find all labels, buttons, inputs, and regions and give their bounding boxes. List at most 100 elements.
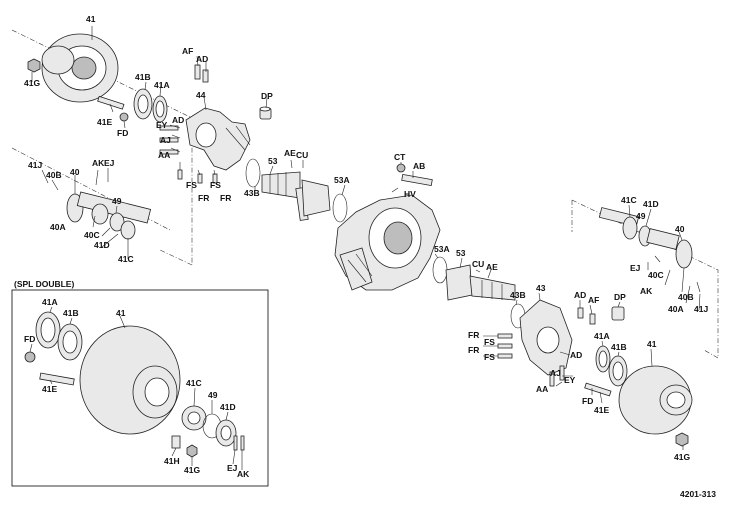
label-41C: 41C <box>186 378 202 388</box>
label-AF: AF <box>182 46 193 56</box>
bolt-AB[interactable] <box>401 173 433 187</box>
label-EY: EY <box>564 375 576 385</box>
label-FD: FD <box>582 396 593 406</box>
label-41G: 41G <box>184 465 200 475</box>
label-43: 43 <box>536 283 546 293</box>
label-53: 53 <box>268 156 278 166</box>
nut-41D-inset[interactable] <box>215 419 237 447</box>
hub-40-upper-right[interactable] <box>598 207 693 269</box>
label-FR: FR <box>468 345 479 355</box>
brake-drum-inset[interactable] <box>79 325 181 435</box>
seal-41A-right[interactable] <box>595 345 611 373</box>
label-40C: 40C <box>648 270 664 280</box>
label-41D: 41D <box>94 240 110 250</box>
label-44: 44 <box>196 90 206 100</box>
leader-lines <box>29 26 701 470</box>
label-CU: CU <box>296 150 308 160</box>
label-AK: AK <box>640 286 653 296</box>
label-AB: AB <box>413 161 425 171</box>
label-AK: AK <box>237 469 250 479</box>
spindle-53-left[interactable] <box>261 171 331 221</box>
stud-41H-inset[interactable] <box>171 435 181 449</box>
brake-drum-upper-left[interactable] <box>41 33 119 103</box>
right-hub-boundary <box>571 199 719 359</box>
label-49: 49 <box>112 196 122 206</box>
label-40A: 40A <box>50 222 66 232</box>
brake-drum-right[interactable] <box>618 365 693 435</box>
seal-41B-inset[interactable] <box>57 323 83 361</box>
label-AJ: AJ <box>550 368 561 378</box>
label-AE: AE <box>486 262 498 272</box>
label-AD: AD <box>196 54 208 64</box>
label-40: 40 <box>70 167 80 177</box>
hub-40-upper-left[interactable] <box>66 191 152 240</box>
label-41: 41 <box>116 308 126 318</box>
label-41: 41 <box>647 339 657 349</box>
label-AD: AD <box>172 115 184 125</box>
o-ring-53A-right[interactable] <box>432 256 448 284</box>
label-41D: 41D <box>220 402 236 412</box>
label-AD: AD <box>574 290 586 300</box>
nut-FD-inset[interactable] <box>24 351 36 363</box>
spindle-53-right[interactable] <box>445 264 516 301</box>
label-53: 53 <box>456 248 466 258</box>
label-41H: 41H <box>164 456 180 466</box>
label-40A: 40A <box>668 304 684 314</box>
label-41A: 41A <box>154 80 170 90</box>
label-AD: AD <box>570 350 582 360</box>
label-HV: HV <box>404 189 416 199</box>
label-41E: 41E <box>594 405 609 415</box>
label-49: 49 <box>636 211 646 221</box>
label-EY: EY <box>156 120 168 130</box>
label-41B: 41B <box>611 342 627 352</box>
label-41G: 41G <box>24 78 40 88</box>
label-FR: FR <box>220 193 231 203</box>
bolts-EJ-AK-inset[interactable] <box>233 435 245 451</box>
inset-title: (SPL DOUBLE) <box>14 279 74 289</box>
label-43B: 43B <box>244 188 260 198</box>
bolts-right[interactable] <box>497 307 596 387</box>
label-40: 40 <box>675 224 685 234</box>
label-41G: 41G <box>674 452 690 462</box>
stud-41E-inset[interactable] <box>39 372 75 386</box>
label-41J: 41J <box>28 160 42 170</box>
bearing-41C-inset[interactable] <box>181 405 207 431</box>
cap-DP-lower[interactable] <box>611 306 625 321</box>
stud-41E-upper-left[interactable] <box>97 95 125 110</box>
label-41C: 41C <box>621 195 637 205</box>
bolts-upper-left[interactable] <box>159 64 218 184</box>
label-AJ: AJ <box>160 135 171 145</box>
seal-41B-upper-left[interactable] <box>133 88 153 120</box>
seal-41A-upper-left[interactable] <box>152 95 168 123</box>
o-ring-53A-left[interactable] <box>332 193 348 223</box>
nut-CT[interactable] <box>396 163 406 173</box>
label-FS: FS <box>484 337 495 347</box>
steering-knuckle-43[interactable] <box>519 299 573 376</box>
steering-knuckle-44[interactable] <box>185 107 251 171</box>
nut-41G-upper-left[interactable] <box>27 58 41 73</box>
label-FD: FD <box>24 334 35 344</box>
nut-FD-upper-left[interactable] <box>119 112 129 122</box>
label-41J: 41J <box>694 304 708 314</box>
o-ring-43B-left[interactable] <box>245 158 261 188</box>
label-40C: 40C <box>84 230 100 240</box>
label-41E: 41E <box>42 384 57 394</box>
label-41A: 41A <box>594 331 610 341</box>
nut-41G-inset[interactable] <box>186 444 198 458</box>
cap-DP-upper[interactable] <box>259 106 272 120</box>
nut-41G-right[interactable] <box>675 432 689 447</box>
seal-41A-inset[interactable] <box>35 311 61 349</box>
label-41B: 41B <box>135 72 151 82</box>
label-FR: FR <box>468 330 479 340</box>
label-40B: 40B <box>678 292 694 302</box>
label-53A: 53A <box>434 244 450 254</box>
stud-41E-right[interactable] <box>584 382 612 397</box>
label-CU: CU <box>472 259 484 269</box>
label-41B: 41B <box>63 308 79 318</box>
label-FD: FD <box>117 128 128 138</box>
label-AE: AE <box>284 148 296 158</box>
differential-carrier[interactable] <box>334 194 441 291</box>
label-FS: FS <box>210 180 221 190</box>
label-EJ: EJ <box>104 158 115 168</box>
